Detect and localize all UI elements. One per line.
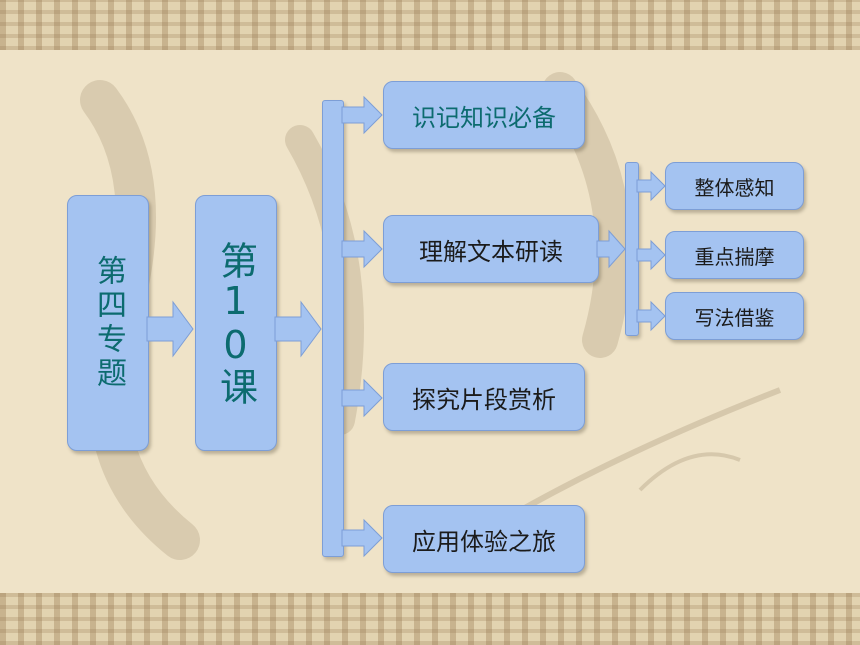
topic-label: 第四专题	[91, 255, 126, 391]
branch-box-2[interactable]: 理解文本研读	[383, 215, 599, 283]
arrow-to-sub1	[636, 170, 666, 202]
sub-box-3[interactable]: 写法借鉴	[665, 292, 804, 340]
bottom-decorative-border	[0, 593, 860, 645]
lesson-label: 第10课	[213, 241, 258, 405]
arrow-topic-to-lesson	[146, 300, 194, 358]
branch-box-3[interactable]: 探究片段赏析	[383, 363, 585, 431]
arrow-to-sub2	[636, 239, 666, 271]
branch-box-1[interactable]: 识记知识必备	[383, 81, 585, 149]
sub-label-2: 重点揣摩	[694, 244, 775, 269]
arrow-to-branch4	[341, 518, 383, 558]
branch-box-4[interactable]: 应用体验之旅	[383, 505, 585, 573]
branch-label-4: 应用体验之旅	[412, 527, 556, 556]
lesson-box[interactable]: 第10课	[195, 195, 277, 451]
topic-box[interactable]: 第四专题	[67, 195, 149, 451]
sub-label-3: 写法借鉴	[694, 305, 775, 330]
sub-label-1: 整体感知	[694, 175, 775, 200]
sub-box-2[interactable]: 重点揣摩	[665, 231, 804, 279]
arrow-to-branch2	[341, 229, 383, 269]
top-decorative-border	[0, 0, 860, 50]
branch-label-3: 探究片段赏析	[412, 385, 556, 414]
main-vertical-bar	[322, 100, 344, 557]
sub-box-1[interactable]: 整体感知	[665, 162, 804, 210]
arrow-to-branch3	[341, 378, 383, 418]
arrow-to-branch1	[341, 95, 383, 135]
arrow-lesson-to-bar	[274, 300, 322, 358]
branch-label-1: 识记知识必备	[412, 103, 556, 132]
branch-label-2: 理解文本研读	[419, 237, 563, 266]
arrow-branch2-to-subbar	[596, 229, 626, 269]
arrow-to-sub3	[636, 300, 666, 332]
